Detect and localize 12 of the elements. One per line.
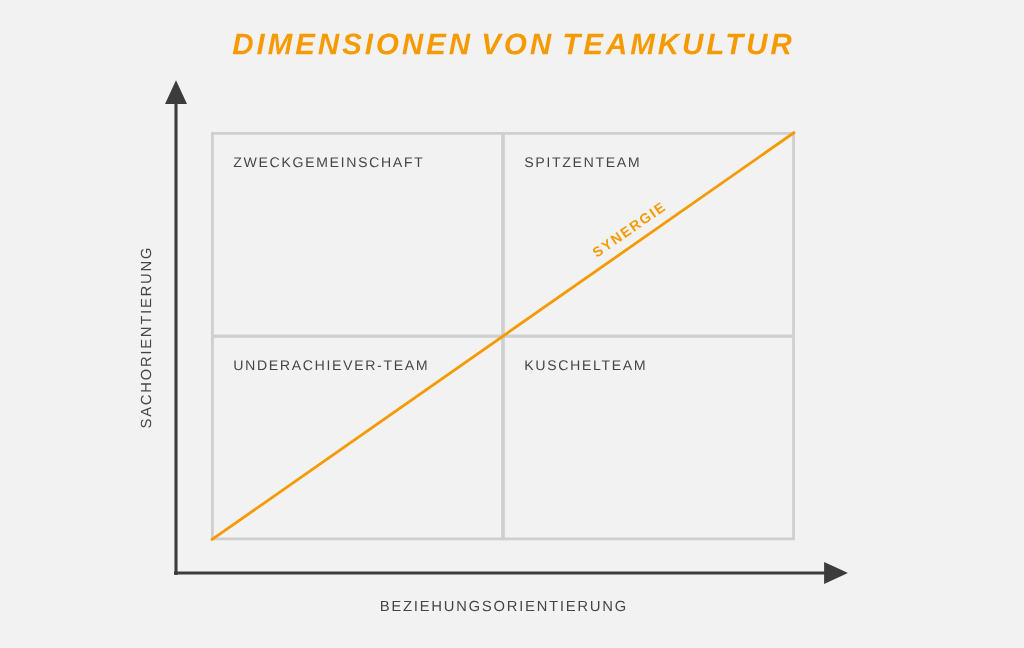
quadrant-box — [502, 132, 795, 338]
quadrant-label: ZWECKGEMEINSCHAFT — [233, 157, 423, 168]
diagonal-line — [210, 130, 796, 542]
quadrant-label: KUSCHELTEAM — [525, 360, 645, 371]
axis-label: SACHORIENTIERUNG — [140, 248, 152, 428]
title: DIMENSIONEN VON TEAMKULTUR — [232, 33, 792, 55]
quadrant-label: UNDERACHIEVER-TEAM — [234, 360, 427, 371]
quadrant-box — [211, 132, 504, 338]
axis-label: BEZIEHUNGSORIENTIERUNG — [381, 600, 626, 612]
quadrant-label: SPITZENTEAM — [524, 157, 639, 168]
quadrant-box — [211, 335, 504, 541]
quadrant-box — [502, 335, 795, 541]
